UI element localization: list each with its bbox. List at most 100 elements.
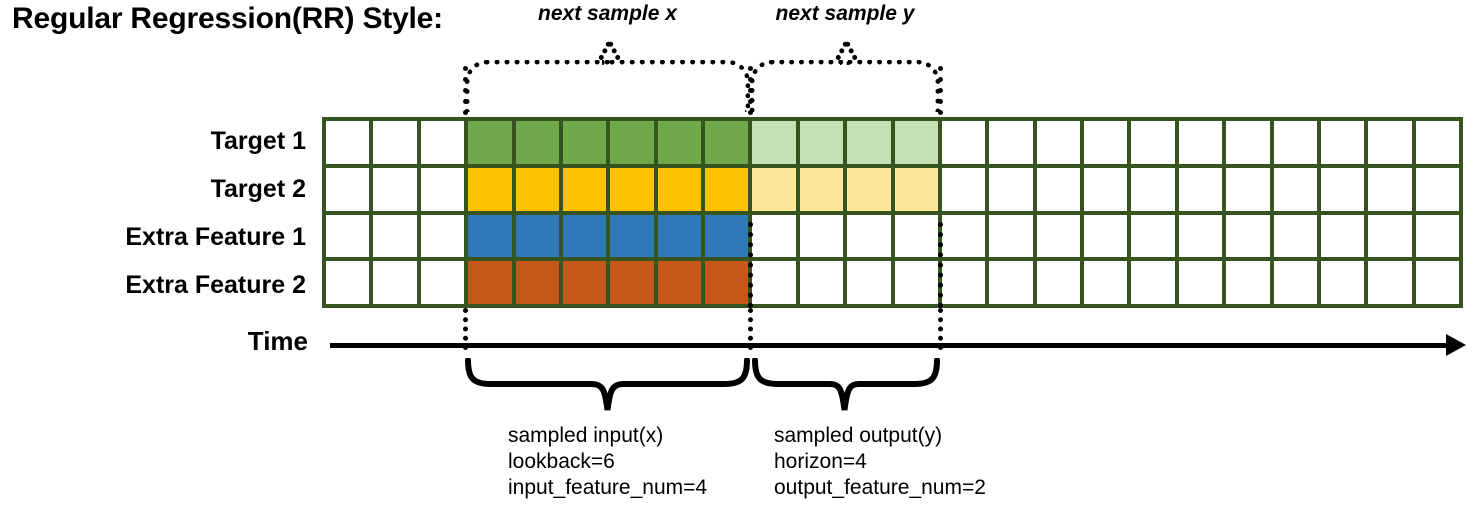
grid-cell-r1-c5 [562,167,607,211]
grid-cell-r3-c13 [941,261,986,304]
grid-cell-r0-c6 [610,121,654,164]
grid-cell-r2-c16 [1084,214,1128,258]
time-axis-line [330,343,1455,348]
grid-cell-r3-c7 [657,261,701,304]
grid-cell-r2-c4 [515,214,559,258]
row-label-extra-feature-2: Extra Feature 2 [125,271,306,299]
grid-cell-r2-c21 [1320,214,1365,258]
grid-cell-r2-c23 [1415,214,1459,258]
grid-cell-r1-c8 [705,167,749,211]
caption-sampled-output-line-3: output_feature_num=2 [774,476,986,499]
bracket-label-next-sample-y: next sample y [775,2,915,25]
grid-cell-r1-c2 [420,167,465,211]
caption-sampled-input-line-2: lookback=6 [508,450,615,473]
grid-cell-r2-c10 [799,214,844,258]
grid-cell-r2-c13 [941,214,986,258]
grid-cell-r1-c19 [1226,167,1270,211]
grid-cell-r0-c23 [1415,121,1459,164]
caption-sampled-output: sampled output(y) horizon=4 output_featu… [774,423,986,501]
grid-row-row-target-1 [326,121,1459,164]
grid-row-row-extra-feature-1 [326,214,1459,258]
grid-cell-r1-c13 [941,167,986,211]
grid-cell-r3-c12 [894,261,938,304]
grid-cell-r3-c15 [1036,261,1080,304]
grid-cell-r0-c10 [799,121,844,164]
grid-cell-r3-c6 [610,261,654,304]
grid-cell-r2-c7 [657,214,701,258]
grid-cell-r3-c9 [752,261,796,304]
brace-sampled-output [750,357,942,414]
grid-cell-r3-c22 [1368,261,1412,304]
grid-cell-r1-c21 [1320,167,1365,211]
grid-cell-r0-c13 [941,121,986,164]
grid-cell-r3-c18 [1178,261,1223,304]
grid-cell-r2-c19 [1226,214,1270,258]
grid-cell-r1-c4 [515,167,559,211]
timeseries-grid [322,117,1463,308]
grid-cell-r3-c21 [1320,261,1365,304]
grid-cell-r1-c3 [468,167,512,211]
grid-cell-r3-c11 [847,261,891,304]
row-label-target-1: Target 1 [210,127,306,155]
grid-cell-r1-c23 [1415,167,1459,211]
guide-line-input-end [748,66,753,115]
grid-cell-r3-c8 [705,261,749,304]
grid-cell-r1-c7 [657,167,701,211]
time-axis-label: Time [247,326,308,356]
grid-cell-r2-c22 [1368,214,1412,258]
grid-cell-r0-c22 [1368,121,1412,164]
grid-cell-r2-c12 [894,214,938,258]
grid-cell-r3-c20 [1273,261,1317,304]
grid-cell-r0-c19 [1226,121,1270,164]
grid-cell-r0-c17 [1131,121,1175,164]
grid-cell-r0-c8 [705,121,749,164]
grid-cell-r0-c1 [373,121,417,164]
grid-cell-r1-c12 [894,167,938,211]
grid-cell-r3-c19 [1226,261,1270,304]
grid-cell-r0-c0 [326,121,370,164]
grid-cell-r0-c18 [1178,121,1223,164]
grid-cell-r0-c11 [847,121,891,164]
guide-line-input-end-mid [748,222,753,308]
grid-cell-r0-c20 [1273,121,1317,164]
grid-cell-r3-c23 [1415,261,1459,304]
grid-cell-r0-c21 [1320,121,1365,164]
grid-cell-r1-c11 [847,167,891,211]
grid-cell-r2-c17 [1131,214,1175,258]
grid-cell-r1-c1 [373,167,417,211]
bracket-next-sample-y [750,40,940,112]
grid-cell-r2-c1 [373,214,417,258]
grid-cell-r1-c10 [799,167,844,211]
grid-cell-r2-c8 [705,214,749,258]
grid-cell-r2-c0 [326,214,370,258]
row-label-target-2: Target 2 [210,175,306,203]
brace-sampled-input [463,357,752,414]
grid-cell-r1-c0 [326,167,370,211]
guide-line-output-end [938,66,943,115]
grid-cell-r2-c5 [562,214,607,258]
grid-cell-r1-c22 [1368,167,1412,211]
row-label-column: Target 1 Target 2 Extra Feature 1 Extra … [0,117,314,309]
caption-sampled-output-line-2: horizon=4 [774,450,867,473]
guide-line-input-start-lower [463,308,468,350]
grid-cell-r1-c15 [1036,167,1080,211]
grid-cell-r3-c2 [420,261,465,304]
grid-cell-r1-c18 [1178,167,1223,211]
caption-sampled-input-line-1: sampled input(x) [508,424,664,447]
grid-cell-r3-c14 [989,261,1033,304]
grid-cell-r2-c20 [1273,214,1317,258]
grid-cell-r0-c9 [752,121,796,164]
caption-sampled-input-line-3: input_feature_num=4 [508,476,708,499]
grid-row-row-target-2 [326,167,1459,211]
grid-cell-r2-c9 [752,214,796,258]
grid-cell-r2-c11 [847,214,891,258]
bracket-label-next-sample-x: next sample x [538,2,677,25]
grid-cell-r3-c10 [799,261,844,304]
page-title: Regular Regression(RR) Style: [12,2,443,35]
grid-cell-r0-c14 [989,121,1033,164]
grid-row-row-extra-feature-2 [326,261,1459,304]
grid-cell-r0-c16 [1084,121,1128,164]
grid-cell-r2-c14 [989,214,1033,258]
grid-cell-r1-c6 [610,167,654,211]
